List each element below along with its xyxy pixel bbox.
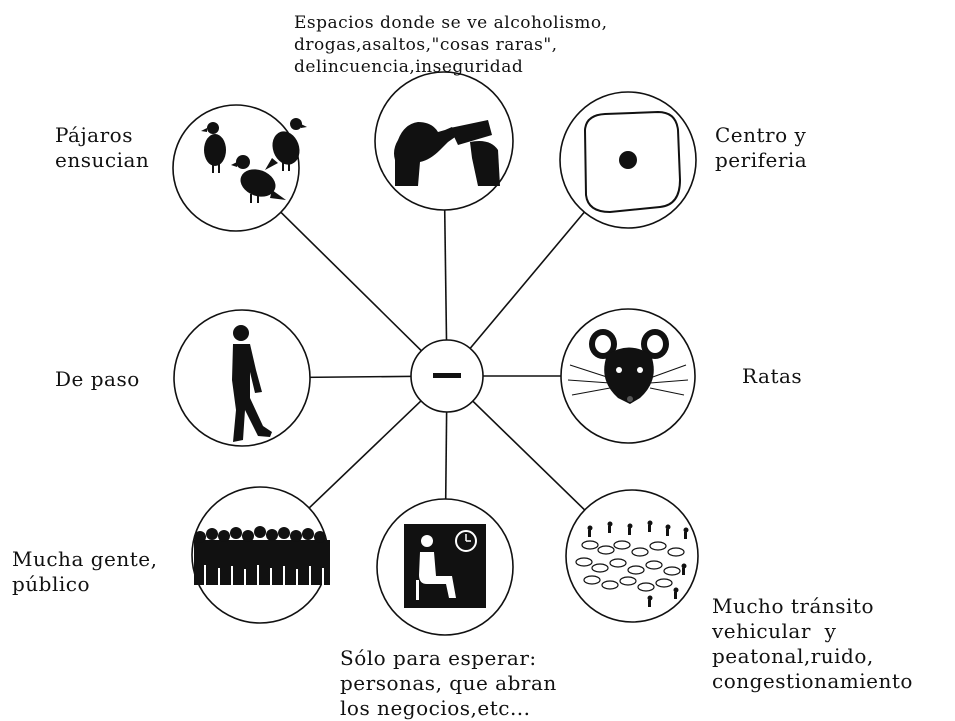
label-crowd: Mucha gente, público [12, 547, 158, 596]
center-dot-icon [583, 110, 682, 214]
node-traffic [565, 489, 699, 623]
rat-icon [567, 329, 689, 404]
node-passing [173, 309, 311, 447]
node-center-periphery [559, 91, 697, 229]
label-birds: Pájaros ensucian [55, 123, 150, 172]
label-center-periphery: Centro y periferia [715, 123, 808, 172]
minus-icon [433, 373, 461, 378]
waiting-room-icon [404, 524, 486, 608]
label-vices: Espacios donde se ve alcoholismo, drogas… [294, 13, 608, 77]
traffic-icon [575, 520, 689, 607]
label-traffic: Mucho tránsito vehicular y peatonal,ruid… [712, 594, 913, 693]
node-birds [172, 104, 307, 232]
label-waiting: Sólo para esperar: personas, que abran l… [340, 646, 557, 720]
walking-person-icon [232, 325, 272, 442]
pigeons-icon [201, 118, 307, 203]
node-crowd [191, 486, 330, 624]
node-rats [560, 308, 696, 444]
node-waiting [376, 498, 514, 636]
drinking-person-icon [394, 120, 500, 186]
label-rats: Ratas [742, 364, 803, 388]
center-node [410, 339, 484, 413]
label-passing: De paso [55, 367, 140, 391]
crowd-icon [194, 526, 330, 585]
node-vices [374, 71, 514, 211]
